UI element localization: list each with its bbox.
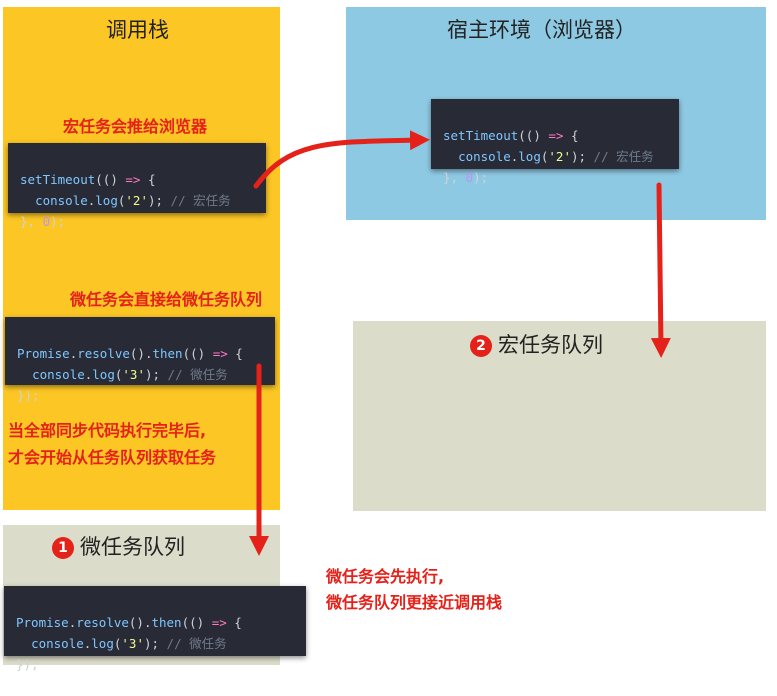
code-line: setTimeout(() => { xyxy=(20,172,156,187)
micro-queue-badge: 1 xyxy=(52,537,74,559)
call-stack-title: 调用栈 xyxy=(106,18,169,42)
note-micro-first-line1: 微任务会先执行, xyxy=(326,567,445,586)
promise-code-callstack: Promise.resolve().then(() => { console.l… xyxy=(5,317,275,403)
macro-queue-label: 宏任务队列 xyxy=(498,333,603,357)
macro-task-queue-title: 2 宏任务队列 xyxy=(470,329,603,359)
code-line: console.log('2'); // 宏任务 xyxy=(458,149,654,164)
host-environment-title: 宿主环境（浏览器） xyxy=(447,18,636,42)
code-line: }, 0); xyxy=(443,170,489,185)
note-sync-done-line2: 才会开始从任务队列获取任务 xyxy=(8,448,217,467)
arrow-callstack-to-host xyxy=(253,130,430,189)
micro-queue-label: 微任务队列 xyxy=(80,535,185,559)
note-micro-to-queue: 微任务会直接给微任务队列 xyxy=(70,290,263,309)
code-line: console.log('3'); // 微任务 xyxy=(32,367,228,382)
code-line: console.log('3'); // 微任务 xyxy=(31,636,227,651)
code-line: Promise.resolve().then(() => { xyxy=(16,615,242,630)
code-line: }, 0); xyxy=(20,214,66,229)
call-stack-panel xyxy=(3,7,280,510)
macro-task-queue-panel xyxy=(353,321,766,511)
code-line: setTimeout(() => { xyxy=(443,128,579,143)
note-sync-done-line1: 当全部同步代码执行完毕后, xyxy=(8,421,207,440)
flow-arrows xyxy=(249,130,671,556)
code-line: }); xyxy=(16,657,39,672)
arrow-host-to-macro-queue xyxy=(650,182,671,358)
settimeout-code-callstack: setTimeout(() => { console.log('2'); // … xyxy=(8,143,266,229)
code-line: console.log('2'); // 宏任务 xyxy=(35,193,231,208)
note-micro-first-line2: 微任务队列更接近调用栈 xyxy=(326,593,503,612)
promise-code-microqueue: Promise.resolve().then(() => { console.l… xyxy=(4,586,306,672)
code-line: Promise.resolve().then(() => { xyxy=(17,346,243,361)
macro-queue-badge: 2 xyxy=(470,335,492,357)
settimeout-code-host: setTimeout(() => { console.log('2'); // … xyxy=(431,99,679,185)
code-line: }); xyxy=(17,388,40,403)
micro-task-queue-title: 1 微任务队列 xyxy=(52,531,185,561)
note-macro-to-browser: 宏任务会推给浏览器 xyxy=(63,117,208,136)
